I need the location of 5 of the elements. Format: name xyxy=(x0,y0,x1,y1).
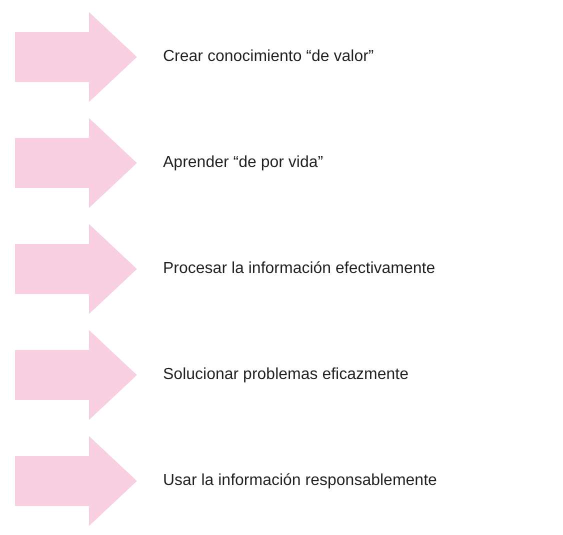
item-text: Usar la información responsablemente xyxy=(163,471,437,491)
item-text: Procesar la información efectivamente xyxy=(163,259,436,279)
item-text: Aprender “de por vida” xyxy=(163,153,324,173)
item-text: Crear conocimiento “de valor” xyxy=(163,47,374,67)
item-text: Solucionar problemas eficazmente xyxy=(163,365,408,385)
